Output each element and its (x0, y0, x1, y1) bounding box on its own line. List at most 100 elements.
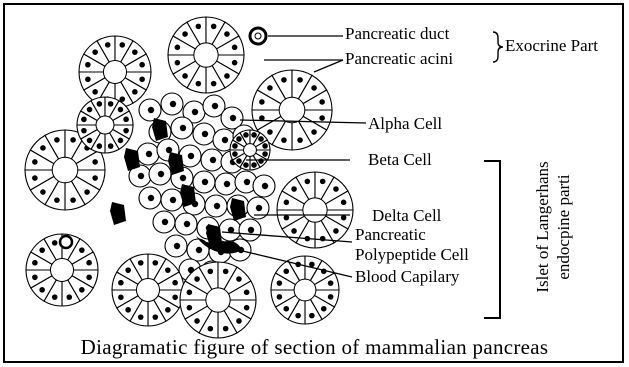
acinar-nucleus (92, 49, 98, 55)
acinar-nucleus (32, 260, 38, 266)
cell-nucleus (146, 151, 152, 157)
cell-nucleus (148, 195, 154, 201)
acinar-nucleus (125, 307, 131, 313)
acinar-nucleus (321, 306, 327, 312)
cell-nucleus (162, 219, 168, 225)
acinar-nucleus (259, 99, 265, 105)
acinar-nucleus (92, 175, 98, 181)
acinar-nucleus (196, 81, 202, 87)
cell-nucleus (138, 173, 144, 179)
acinar-nucleus (281, 137, 287, 143)
acinar-nucleus (175, 45, 181, 51)
tissue-section (25, 17, 353, 338)
acinar-nucleus (319, 115, 325, 121)
acinar-nucleus (341, 200, 347, 206)
acinar-nucleus (97, 101, 103, 107)
acinar-nucleus (258, 158, 264, 164)
acinar-nucleus (123, 128, 129, 134)
acinar-nucleus (152, 314, 158, 320)
cell-nucleus (184, 221, 190, 227)
acinus-lumen (206, 288, 230, 312)
acinar-nucleus (311, 85, 317, 91)
label-pancreatic-acini: Pancreatic acini (345, 50, 453, 67)
small-duct (60, 236, 72, 248)
acinar-nucleus (223, 326, 229, 332)
acinar-nucleus (165, 307, 171, 313)
acinar-nucleus (32, 175, 38, 181)
acinar-nucleus (92, 159, 98, 165)
acinar-nucleus (87, 138, 93, 144)
acinar-nucleus (70, 197, 76, 203)
acinar-nucleus (182, 73, 188, 79)
acinar-nucleus (236, 158, 242, 164)
cell-nucleus (180, 175, 186, 181)
acinar-nucleus (232, 45, 238, 51)
acinar-nucleus (297, 137, 303, 143)
acinar-nucleus (118, 280, 124, 286)
acinar-nucleus (182, 31, 188, 37)
acinar-nucleus (208, 269, 214, 275)
cell-nucleus (256, 205, 262, 211)
cell-nucleus (166, 147, 172, 153)
acinar-nucleus (341, 215, 347, 221)
acinar-nucleus (208, 326, 214, 332)
acinus-lumen (50, 258, 73, 281)
acinar-nucleus (125, 267, 131, 273)
cell-nucleus (148, 107, 154, 113)
acinar-nucleus (165, 267, 171, 273)
alpha-cell (230, 198, 246, 221)
acinar-nucleus (283, 268, 289, 274)
acinar-nucleus (262, 143, 268, 149)
acinar-nucleus (211, 81, 217, 87)
alpha-cell (124, 148, 140, 171)
acinus-lumen (303, 198, 327, 222)
label-pp-cell-line1: Pancreatic (355, 226, 426, 243)
acinar-nucleus (52, 240, 58, 246)
label-blood-capillary: Blood Capilary (355, 268, 459, 285)
acinar-nucleus (251, 132, 257, 138)
acinar-nucleus (236, 318, 242, 324)
acinar-nucleus (284, 200, 290, 206)
acinar-nucleus (232, 143, 238, 149)
acinar-nucleus (291, 228, 297, 234)
acinar-nucleus (328, 294, 334, 300)
alpha-cell (110, 202, 126, 225)
acinar-nucleus (297, 77, 303, 83)
cell-nucleus (202, 179, 208, 185)
duct-lumen (255, 33, 261, 39)
cell-nucleus (222, 137, 228, 143)
acinar-nucleus (85, 62, 91, 68)
acinar-nucleus (118, 294, 124, 300)
acinar-nucleus (70, 137, 76, 143)
cell-nucleus (170, 101, 176, 107)
cell-nucleus (180, 125, 186, 131)
cell-nucleus (188, 153, 194, 159)
acinar-nucleus (118, 107, 124, 113)
acinar-nucleus (251, 162, 257, 168)
acinar-nucleus (187, 305, 193, 311)
acinar-nucleus (39, 247, 45, 253)
acinar-nucleus (172, 294, 178, 300)
acinar-nucleus (232, 151, 238, 157)
acinar-nucleus (224, 31, 230, 37)
acinar-nucleus (277, 280, 283, 286)
acinar-nucleus (119, 42, 125, 48)
cell-nucleus (174, 243, 180, 249)
acinar-nucleus (85, 76, 91, 82)
acinar-nucleus (123, 117, 129, 123)
acinar-nucleus (172, 280, 178, 286)
acinar-nucleus (267, 129, 273, 135)
cell-nucleus (192, 109, 198, 115)
acinar-nucleus (281, 77, 287, 83)
acinar-nucleus (194, 318, 200, 324)
acinar-nucleus (258, 136, 264, 142)
acinar-nucleus (267, 85, 273, 91)
acinar-nucleus (84, 189, 90, 195)
label-delta-cell: Delta Cell (372, 207, 441, 224)
acinar-nucleus (86, 260, 92, 266)
acinar-nucleus (309, 313, 315, 319)
label-islet-of-langerhans: Islet of Langerhans endocpine parti (532, 132, 578, 322)
acinar-nucleus (152, 260, 158, 266)
acinar-nucleus (92, 89, 98, 95)
acinar-nucleus (262, 151, 268, 157)
